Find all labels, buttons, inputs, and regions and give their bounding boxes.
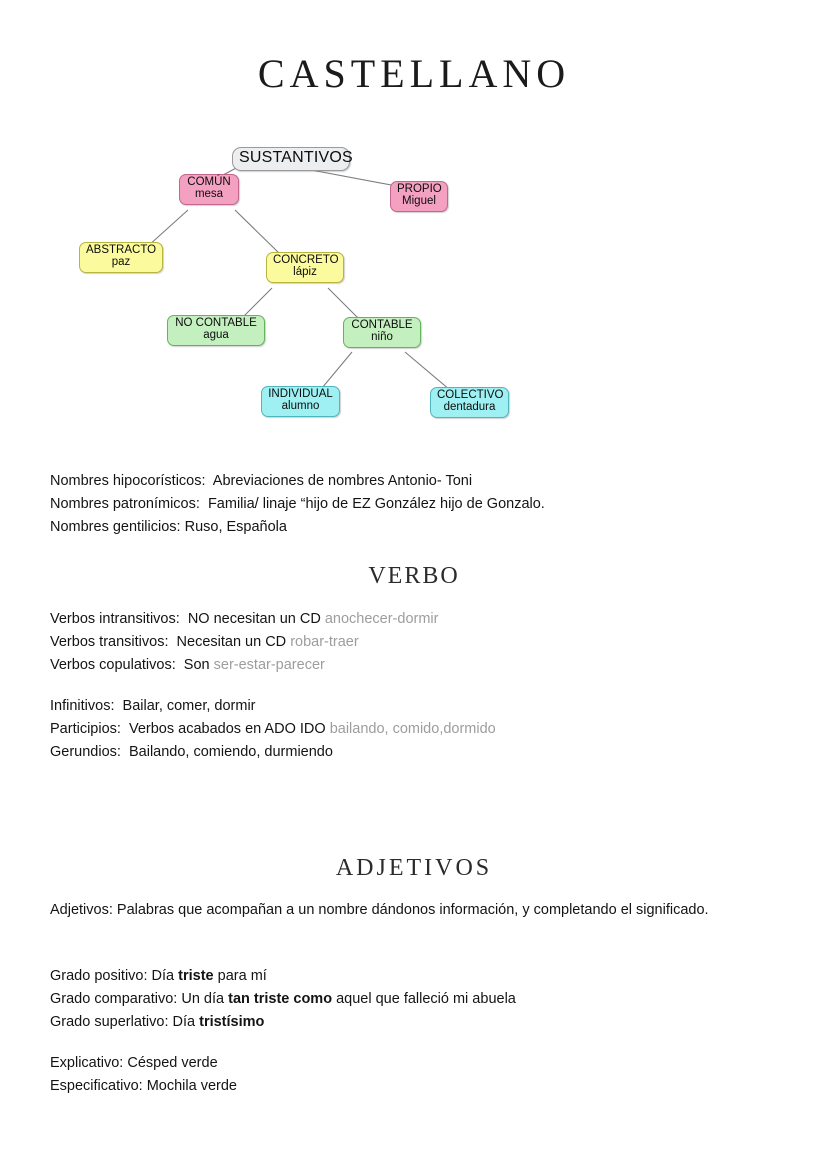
node-label: CONCRETO — [273, 254, 339, 266]
explicativo-especificativo-block: Explicativo: Césped verde Especificativo… — [50, 1052, 750, 1098]
node-example: niño — [371, 330, 393, 343]
section-title-adjetivos: ADJETIVOS — [335, 855, 493, 881]
diagram-node-colectivo[interactable]: COLECTIVO dentadura — [430, 387, 509, 418]
diagram-node-contable[interactable]: CONTABLE niño — [343, 317, 421, 348]
node-label: INDIVIDUAL — [268, 388, 333, 400]
node-label: SUSTANTIVOS — [239, 149, 353, 166]
diagram-node-abstracto[interactable]: ABSTRACTO paz — [79, 242, 163, 273]
infinitivos-line: Infinitivos: Bailar, comer, dormir — [50, 695, 750, 718]
node-label: CONTABLE — [351, 319, 413, 331]
grado-comparativo-suffix: aquel que falleció mi abuela — [332, 991, 516, 1007]
node-example: alumno — [281, 399, 320, 412]
verbos-intransitivos-examples: anochecer-dormir — [324, 611, 439, 627]
adjetivos-definition: Adjetivos: Palabras que acompañan a un n… — [50, 902, 709, 918]
verbos-copulativos-text: Son — [175, 657, 214, 673]
verbos-transitivos-text: Necesitan un CD — [168, 634, 291, 650]
nombres-text-block: Nombres hipocorísticos: Abreviaciones de… — [50, 470, 750, 539]
node-example: paz — [111, 255, 131, 268]
node-label: PROPIO — [397, 183, 442, 195]
node-label: ABSTRACTO — [86, 244, 157, 256]
sustantivos-diagram: SUSTANTIVOS COMÚN mesa PROPIO Miguel ABS… — [60, 138, 540, 434]
verbos-intransitivos-line: Verbos intransitivos: NO necesitan un CD… — [50, 608, 750, 631]
grado-superlativo-line: Grado superlativo: Día tristísimo — [50, 1011, 750, 1034]
nombres-hipocoristicos-line: Nombres hipocorísticos: Abreviaciones de… — [50, 470, 750, 493]
grado-comparativo-bold: tan triste como — [228, 991, 333, 1007]
grado-positivo-bold: triste — [178, 968, 214, 984]
adjetivos-definition-block: Adjetivos: Palabras que acompañan a un n… — [50, 899, 740, 922]
formas-no-personales-block: Infinitivos: Bailar, comer, dormir Parti… — [50, 695, 750, 764]
infinitivos-label: Infinitivos: — [50, 698, 115, 714]
diagram-node-concreto[interactable]: CONCRETO lápiz — [266, 252, 344, 283]
grado-superlativo-prefix: Grado superlativo: Día — [50, 1014, 200, 1030]
diagram-node-comun[interactable]: COMÚN mesa — [179, 174, 239, 205]
grado-comparativo-line: Grado comparativo: Un día tan triste com… — [50, 988, 750, 1011]
nombres-gentilicios-text: Ruso, Española — [180, 519, 287, 535]
gerundios-text: Bailando, comiendo, durmiendo — [120, 744, 333, 760]
verbos-intransitivos-text: NO necesitan un CD — [179, 611, 325, 627]
nombres-hipocoristicos-label: Nombres hipocorísticos: — [50, 473, 206, 489]
verbos-transitivos-label: Verbos transitivos: — [50, 634, 169, 650]
diagram-node-propio[interactable]: PROPIO Miguel — [390, 181, 448, 212]
infinitivos-text: Bailar, comer, dormir — [114, 698, 256, 714]
especificativo-line: Especificativo: Mochila verde — [50, 1078, 237, 1094]
participios-label: Participios: — [50, 721, 121, 737]
node-example: lápiz — [293, 265, 317, 278]
verbos-copulativos-label: Verbos copulativos: — [50, 657, 176, 673]
grados-block: Grado positivo: Día triste para mí Grado… — [50, 965, 750, 1034]
nombres-hipocoristicos-text: Abreviaciones de nombres Antonio- Toni — [205, 473, 473, 489]
explicativo-line: Explicativo: Césped verde — [50, 1055, 218, 1071]
verbos-intransitivos-label: Verbos intransitivos: — [50, 611, 180, 627]
participios-line: Participios: Verbos acabados en ADO IDO … — [50, 718, 750, 741]
node-label: COLECTIVO — [437, 389, 504, 401]
nombres-patronimicos-text: Familia/ linaje “hijo de EZ González hij… — [199, 496, 545, 512]
node-label: COMÚN — [187, 176, 231, 188]
participios-text: Verbos acabados en ADO IDO — [120, 721, 330, 737]
verbos-transitivos-line: Verbos transitivos: Necesitan un CD roba… — [50, 631, 750, 654]
verbos-copulativos-line: Verbos copulativos: Son ser-estar-parece… — [50, 654, 750, 677]
verbos-copulativos-examples: ser-estar-parecer — [213, 657, 325, 673]
diagram-node-individual[interactable]: INDIVIDUAL alumno — [261, 386, 340, 417]
node-example: mesa — [194, 187, 224, 200]
node-example: agua — [203, 328, 229, 341]
grado-positivo-suffix: para mí — [213, 968, 267, 984]
node-example: Miguel — [402, 194, 436, 207]
diagram-node-no-contable[interactable]: NO CONTABLE agua — [167, 315, 265, 346]
verbos-tipos-block: Verbos intransitivos: NO necesitan un CD… — [50, 608, 750, 677]
grado-comparativo-prefix: Grado comparativo: Un día — [50, 991, 229, 1007]
nombres-gentilicios-label: Nombres gentilicios: — [50, 519, 181, 535]
grado-superlativo-bold: tristísimo — [199, 1014, 265, 1030]
section-title-verbo: VERBO — [368, 563, 460, 589]
page-title: CASTELLANO — [257, 51, 571, 96]
nombres-gentilicios-line: Nombres gentilicios: Ruso, Española — [50, 516, 750, 539]
node-label: NO CONTABLE — [175, 317, 257, 329]
grado-positivo-prefix: Grado positivo: Día — [50, 968, 179, 984]
verbos-transitivos-examples: robar-traer — [290, 634, 359, 650]
participios-examples: bailando, comido,dormido — [329, 721, 496, 737]
grado-positivo-line: Grado positivo: Día triste para mí — [50, 965, 750, 988]
gerundios-label: Gerundios: — [50, 744, 121, 760]
nombres-patronimicos-line: Nombres patronímicos: Familia/ linaje “h… — [50, 493, 750, 516]
gerundios-line: Gerundios: Bailando, comiendo, durmiendo — [50, 741, 750, 764]
node-example: dentadura — [443, 400, 496, 413]
nombres-patronimicos-label: Nombres patronímicos: — [50, 496, 200, 512]
diagram-node-sustantivos[interactable]: SUSTANTIVOS — [232, 147, 353, 171]
